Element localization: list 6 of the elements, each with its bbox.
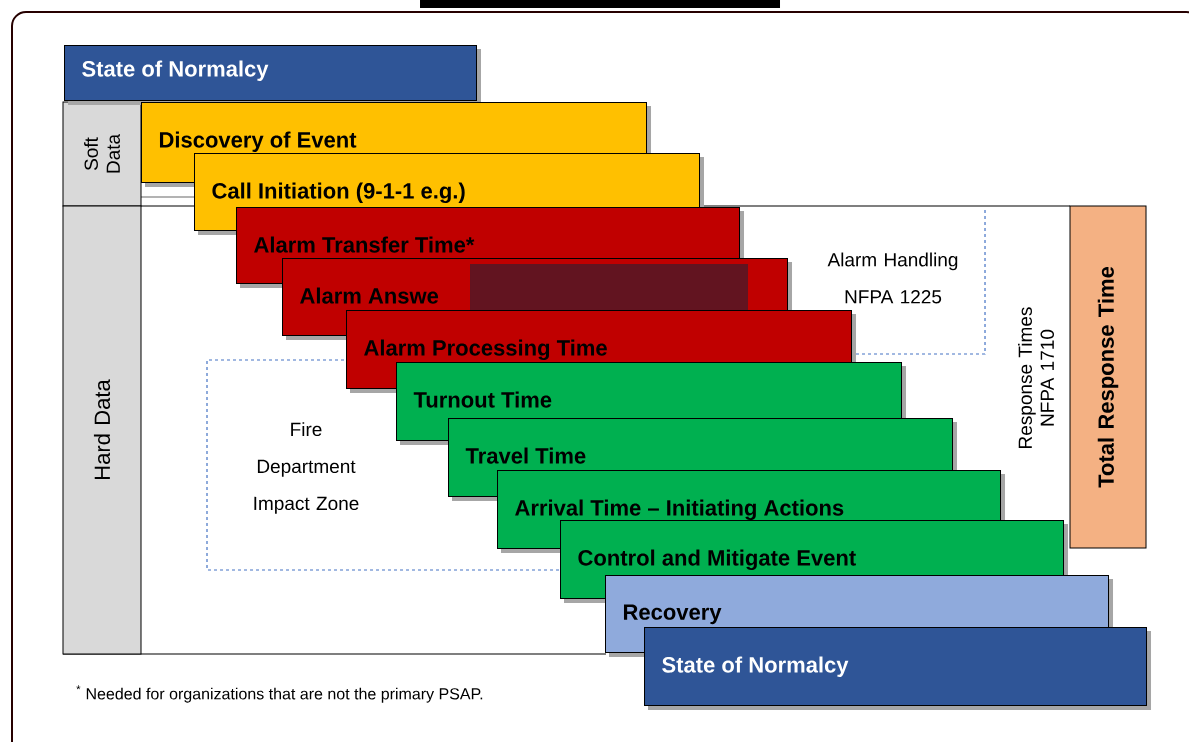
total-bar: Total Response Time [1069, 205, 1147, 549]
step-bar: State of Normalcy [64, 45, 481, 105]
side-band: Soft Data [62, 101, 142, 207]
footnote: $^{*}$ Needed for organizations that are not the primary PSAP. [76, 685, 483, 703]
step-bar: State of Normalcy [644, 627, 1151, 710]
rotated-label: Response Times NFPA 1710 [1018, 307, 1054, 448]
